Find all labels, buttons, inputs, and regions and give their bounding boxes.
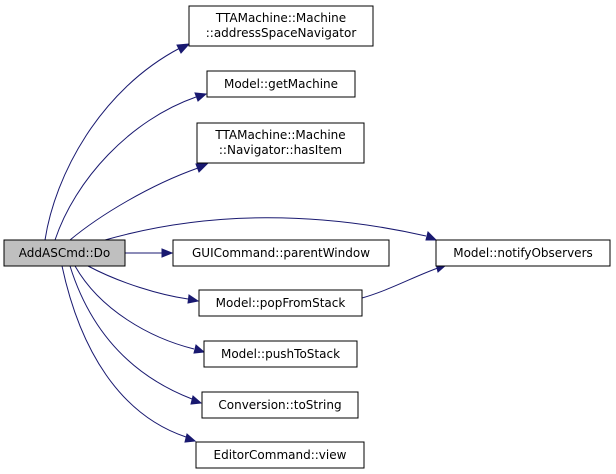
- node-label: Model::pushToStack: [221, 347, 340, 361]
- node-label: Model::popFromStack: [216, 296, 346, 310]
- edge-do-to-getmachine: [54, 96, 197, 241]
- node-label: Conversion::toString: [218, 398, 341, 412]
- edge-do-to-tostring: [69, 265, 193, 400]
- node-label: AddASCmd::Do: [19, 246, 110, 260]
- node-label: EditorCommand::view: [214, 448, 347, 462]
- node-parent-window[interactable]: GUICommand::parentWindow: [172, 239, 390, 267]
- edges: [44, 43, 448, 443]
- node-label: GUICommand::parentWindow: [192, 246, 370, 260]
- edge-do-to-notifyobservers-arrowhead: [425, 231, 438, 241]
- edge-do-to-hasitem: [69, 167, 199, 241]
- nodes: AddASCmd::Do TTAMachine::Machine ::addre…: [3, 5, 611, 469]
- edge-do-to-tostring-arrowhead: [190, 395, 203, 405]
- node-label: Model::notifyObservers: [453, 246, 593, 260]
- node-label-line-1: TTAMachine::Machine: [214, 128, 345, 142]
- edge-do-to-notifyobservers: [104, 217, 427, 241]
- node-editor-command-view[interactable]: EditorCommand::view: [195, 441, 365, 469]
- node-label: Model::getMachine: [224, 77, 338, 91]
- edge-do-to-pushtostack-arrowhead: [193, 344, 206, 354]
- edge-do-to-view-arrowhead: [184, 433, 197, 443]
- edge-do-to-hasitem-arrowhead: [195, 163, 209, 173]
- edge-do-to-addressspacenavigator: [44, 47, 181, 241]
- node-pop-from-stack[interactable]: Model::popFromStack: [198, 289, 363, 317]
- node-has-item[interactable]: TTAMachine::Machine ::Navigator::hasItem: [196, 122, 365, 164]
- edge-do-to-popfromstack: [87, 265, 189, 300]
- node-get-machine[interactable]: Model::getMachine: [206, 70, 356, 98]
- node-notify-observers[interactable]: Model::notifyObservers: [435, 239, 611, 267]
- node-adda-scmd-do[interactable]: AddASCmd::Do: [3, 239, 126, 267]
- edge-popfromstack-to-notifyobservers: [361, 267, 439, 299]
- edge-do-to-pushtostack: [74, 265, 195, 350]
- node-address-space-navigator[interactable]: TTAMachine::Machine ::addressSpaceNaviga…: [188, 5, 374, 47]
- edge-do-to-addressspacenavigator-arrowhead: [176, 43, 191, 54]
- node-push-to-stack[interactable]: Model::pushToStack: [203, 340, 358, 368]
- node-label-line-2: ::addressSpaceNavigator: [206, 26, 357, 40]
- edge-do-to-getmachine-arrowhead: [194, 92, 208, 102]
- node-label-line-1: TTAMachine::Machine: [215, 11, 346, 25]
- edge-do-to-parentwindow-arrowhead: [161, 248, 174, 258]
- edge-do-to-view: [61, 265, 187, 438]
- node-label-line-2: ::Navigator::hasItem: [219, 143, 342, 157]
- node-to-string[interactable]: Conversion::toString: [201, 391, 359, 419]
- edge-do-to-popfromstack-arrowhead: [187, 294, 200, 304]
